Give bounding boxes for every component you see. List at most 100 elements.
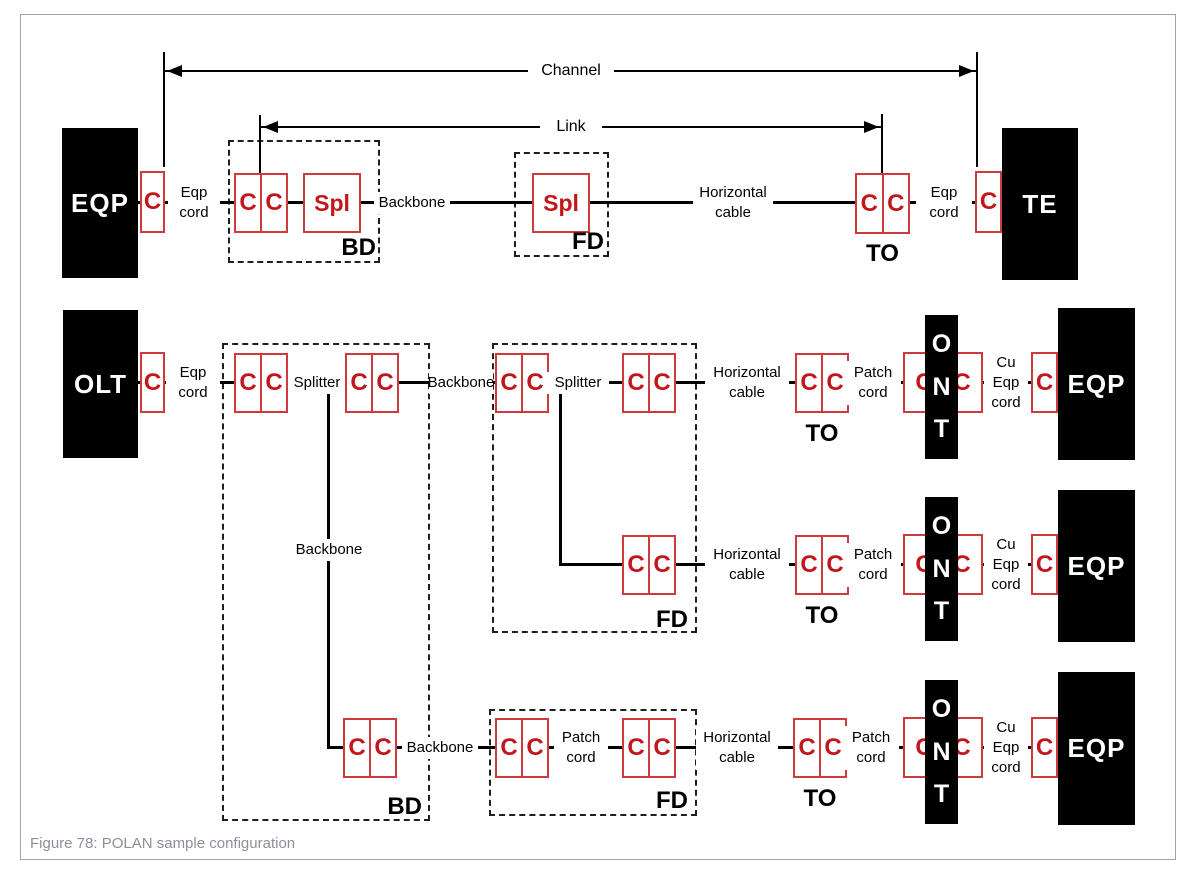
splitter-drop-elbow bbox=[559, 563, 625, 566]
patch-cord-label: Patch cord bbox=[843, 726, 899, 770]
ont-node: ONT bbox=[925, 497, 958, 641]
connector-cell: C bbox=[526, 734, 544, 761]
connector-cell: C bbox=[653, 551, 671, 578]
splitter-label: Splitter bbox=[288, 372, 346, 394]
channel-label: Channel bbox=[528, 60, 614, 82]
fd-group-label: FD bbox=[656, 787, 688, 814]
connector-cell: C bbox=[624, 720, 650, 776]
backbone-label: Backbone bbox=[428, 372, 494, 394]
cc-pair: C C bbox=[343, 718, 397, 778]
eqp-node: EQP bbox=[1058, 672, 1135, 825]
connector-cell: C bbox=[887, 189, 905, 217]
cc-pair: C C bbox=[495, 353, 549, 413]
cc-pair: C C bbox=[795, 353, 849, 413]
connector-cell: C bbox=[824, 734, 842, 761]
connector-cell: C bbox=[497, 720, 523, 776]
connector-cell: C bbox=[526, 369, 544, 396]
splitter-box: Spl bbox=[532, 173, 590, 233]
channel-right-tick bbox=[976, 52, 978, 167]
backbone-label: Backbone bbox=[402, 737, 478, 759]
cc-pair: C C bbox=[622, 535, 676, 595]
connector-cell: C bbox=[797, 355, 823, 411]
backbone-drop-elbow bbox=[327, 746, 345, 749]
connector-cell: C bbox=[795, 720, 821, 776]
horizontal-cable-label: Horizontal cable bbox=[693, 181, 773, 225]
connector-cell: C bbox=[236, 175, 262, 231]
to-label: TO bbox=[805, 602, 839, 629]
bd-group-label: BD bbox=[387, 793, 422, 820]
ont-label: ONT bbox=[931, 330, 952, 444]
connector-cell: C bbox=[857, 175, 884, 232]
cc-pair: C C bbox=[495, 718, 549, 778]
horizontal-cable-label: Horizontal cable bbox=[705, 543, 789, 587]
connector-cell: C bbox=[376, 369, 394, 396]
connector-cell: C bbox=[826, 551, 844, 578]
fd-group-label: FD bbox=[656, 606, 688, 633]
bd-group-label: BD bbox=[341, 234, 376, 261]
fd-group-box bbox=[514, 152, 609, 257]
connector-cell: C bbox=[624, 355, 650, 411]
channel-arrowhead-right-icon bbox=[959, 65, 974, 77]
splitter-label: Splitter bbox=[547, 372, 609, 394]
cc-pair: C C bbox=[793, 718, 847, 778]
ont-label: ONT bbox=[931, 512, 952, 626]
cc-pair: C C bbox=[234, 173, 288, 233]
patch-cord-label: Patch cord bbox=[554, 726, 608, 770]
eqp-node: EQP bbox=[1058, 308, 1135, 460]
ont-node: ONT bbox=[925, 315, 958, 459]
ont-label: ONT bbox=[931, 695, 952, 809]
cu-eqp-cord-label: Cu Eqp cord bbox=[984, 533, 1028, 597]
connector-cell: C bbox=[797, 537, 823, 593]
cc-pair: C C bbox=[622, 353, 676, 413]
eqp-cord-label: Eqp cord bbox=[916, 181, 972, 225]
connector-cell: C bbox=[653, 369, 671, 396]
link-arrowhead-right-icon bbox=[864, 121, 879, 133]
connector-cell: C bbox=[265, 369, 283, 396]
to-label: TO bbox=[803, 785, 837, 812]
eqp-node: EQP bbox=[1058, 490, 1135, 642]
link-right-tick bbox=[881, 114, 883, 173]
fd-group-box bbox=[492, 343, 697, 633]
link-label: Link bbox=[540, 116, 602, 138]
fd-group-label: FD bbox=[572, 228, 604, 255]
bd-group-box bbox=[222, 343, 430, 821]
connector-cell: C bbox=[345, 720, 371, 776]
cu-eqp-cord-label: Cu Eqp cord bbox=[984, 716, 1028, 780]
cc-pair: C C bbox=[795, 535, 849, 595]
channel-arrowhead-left-icon bbox=[167, 65, 182, 77]
cc-pair: C C bbox=[855, 173, 910, 234]
connector-cell: C bbox=[826, 369, 844, 396]
patch-cord-label: Patch cord bbox=[845, 361, 901, 405]
ont-node: ONT bbox=[925, 680, 958, 824]
backbone-drop-line bbox=[327, 394, 330, 749]
cc-pair: C C bbox=[345, 353, 399, 413]
connector-box: C bbox=[140, 352, 165, 413]
cc-pair: C C bbox=[234, 353, 288, 413]
eqp-cord-label: Eqp cord bbox=[168, 181, 220, 225]
figure-frame bbox=[20, 14, 1176, 860]
connector-cell: C bbox=[347, 355, 373, 411]
connector-cell: C bbox=[653, 734, 671, 761]
eqp-node: EQP bbox=[62, 128, 138, 278]
connector-cell: C bbox=[265, 189, 283, 216]
channel-left-tick bbox=[163, 52, 165, 167]
connector-box: C bbox=[1031, 717, 1058, 778]
connector-box: C bbox=[975, 171, 1002, 233]
figure-caption: Figure 78: POLAN sample configuration bbox=[30, 835, 296, 852]
te-node: TE bbox=[1002, 128, 1078, 280]
connector-cell: C bbox=[374, 734, 392, 761]
backbone-label: Backbone bbox=[374, 192, 450, 214]
link-arrowhead-left-icon bbox=[263, 121, 278, 133]
link-left-tick bbox=[259, 115, 261, 173]
cc-pair: C C bbox=[622, 718, 676, 778]
olt-node: OLT bbox=[63, 310, 138, 458]
horizontal-cable-label: Horizontal cable bbox=[705, 361, 789, 405]
horizontal-cable-label: Horizontal cable bbox=[696, 726, 778, 770]
cu-eqp-cord-label: Cu Eqp cord bbox=[984, 351, 1028, 415]
patch-cord-label: Patch cord bbox=[845, 543, 901, 587]
backbone-label: Backbone bbox=[293, 539, 365, 561]
connector-box: C bbox=[140, 171, 165, 233]
connector-cell: C bbox=[624, 537, 650, 593]
splitter-box: Spl bbox=[303, 173, 361, 233]
splitter-drop-line bbox=[559, 394, 562, 566]
